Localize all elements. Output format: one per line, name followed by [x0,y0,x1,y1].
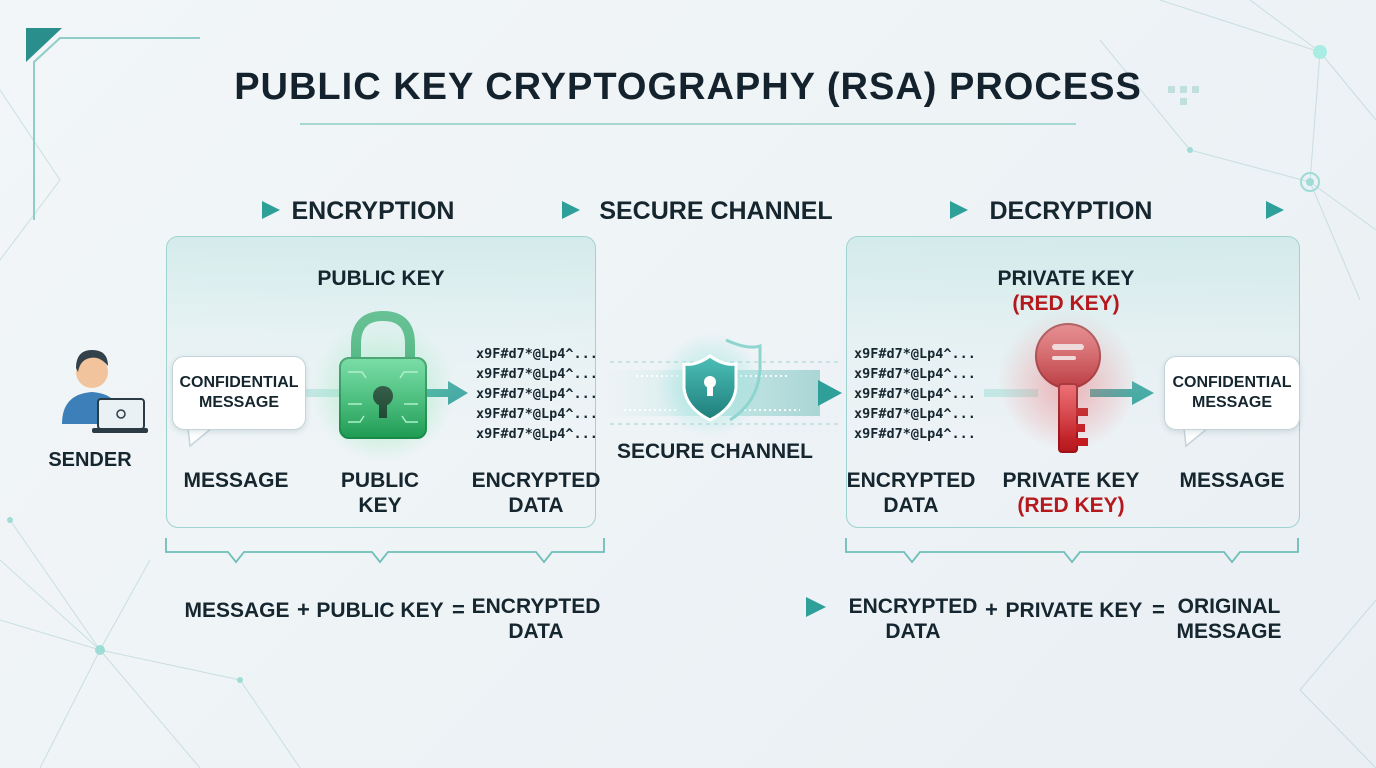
page-title: PUBLIC KEY CRYPTOGRAPHY (RSA) PROCESS [234,66,1142,108]
corner-frame-top-left [33,37,200,220]
ciphertext-line: x9F#d7*@Lp4^... [476,366,598,382]
label-private-key-note: (RED KEY) [1017,494,1125,517]
secure-channel-label: SECURE CHANNEL [616,440,813,463]
sender-label: SENDER [48,449,132,471]
ciphertext-line: x9F#d7*@Lp4^... [854,406,976,422]
ciphertext-line: x9F#d7*@Lp4^... [476,426,598,442]
ciphertext-block-encrypt: x9F#d7*@Lp4^... x9F#d7*@Lp4^... x9F#d7*@… [476,344,598,444]
eq-enc-public-key: PUBLIC KEY [316,599,444,622]
private-key-header-note: (RED KEY) [1012,292,1120,315]
private-key-header: PRIVATE KEY [997,267,1135,290]
ciphertext-line: x9F#d7*@Lp4^... [854,426,976,442]
eq-enc-message: MESSAGE [184,599,290,622]
label-public-key: PUBLIC KEY [340,469,420,517]
eq-dec-plus: + [985,597,998,622]
pixel-squares [1168,86,1199,105]
eq-enc-result: ENCRYPTED DATA [471,595,601,643]
phase-decryption: DECRYPTION [989,197,1153,225]
message-bubble-recipient: CONFIDENTIAL MESSAGE [1164,356,1300,430]
eq-dec-equals: = [1152,597,1165,622]
phase-encryption: ENCRYPTION [291,197,455,225]
corner-triangle [26,28,62,62]
message-bubble-sender: CONFIDENTIAL MESSAGE [172,356,306,430]
ciphertext-block-decrypt: x9F#d7*@Lp4^... x9F#d7*@Lp4^... x9F#d7*@… [854,344,976,444]
sender-person-icon [62,350,148,433]
eq-dec-result: ORIGINAL MESSAGE [1176,595,1282,643]
shield-icon [658,333,762,437]
label-encrypted-data-right: ENCRYPTED DATA [846,469,976,517]
label-private-key: PRIVATE KEY [1002,469,1140,492]
public-key-header: PUBLIC KEY [317,267,445,290]
label-message-right: MESSAGE [1179,469,1285,492]
ciphertext-line: x9F#d7*@Lp4^... [476,346,598,362]
phase-arrows [172,201,1284,219]
ciphertext-line: x9F#d7*@Lp4^... [854,386,976,402]
equation-arrow [624,597,826,617]
label-encrypted-data-left: ENCRYPTED DATA [471,469,601,517]
brace-encryption [165,538,605,564]
ciphertext-line: x9F#d7*@Lp4^... [476,386,598,402]
eq-dec-encrypted-data: ENCRYPTED DATA [848,595,978,643]
phase-secure-channel: SECURE CHANNEL [599,197,833,225]
label-message-left: MESSAGE [183,469,289,492]
eq-dec-private-key: PRIVATE KEY [1005,599,1143,622]
background-nodes [7,45,1327,683]
ciphertext-line: x9F#d7*@Lp4^... [476,406,598,422]
brace-decryption [845,538,1299,564]
eq-enc-equals: = [452,597,465,622]
eq-enc-plus: + [297,597,310,622]
ciphertext-line: x9F#d7*@Lp4^... [854,346,976,362]
ciphertext-line: x9F#d7*@Lp4^... [854,366,976,382]
